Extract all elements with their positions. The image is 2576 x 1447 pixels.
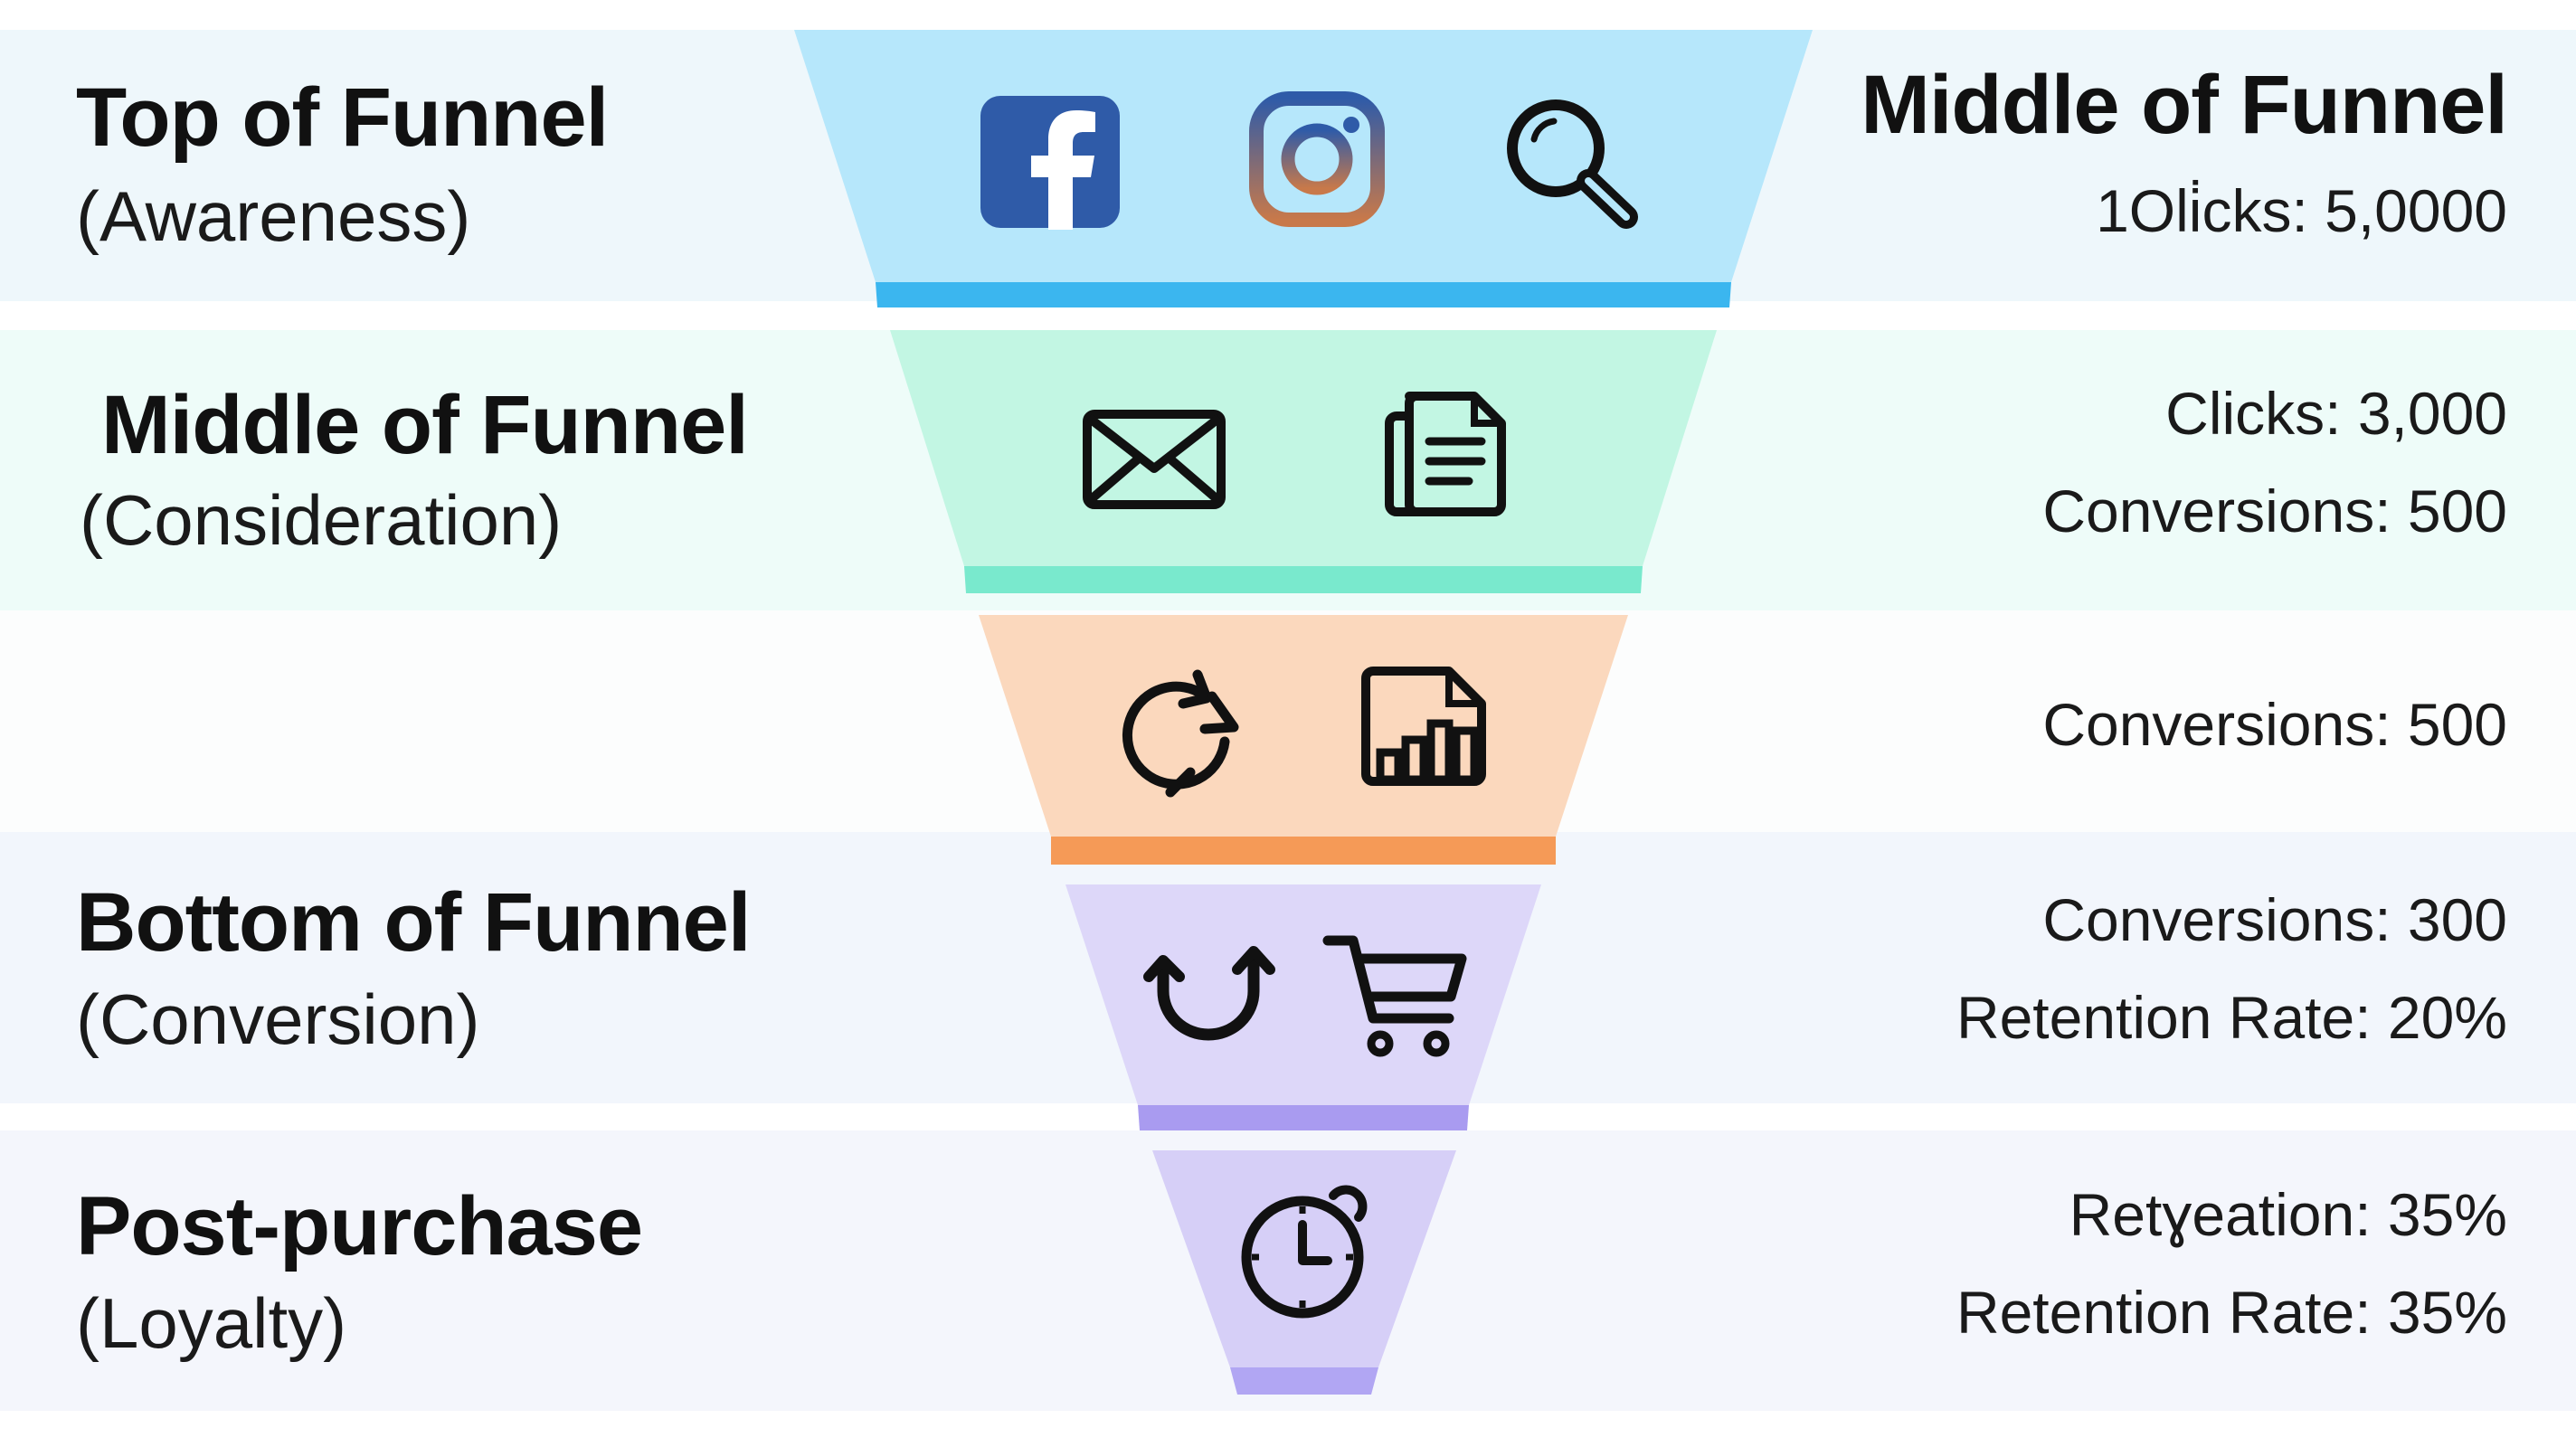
- email-icon: [1083, 410, 1226, 509]
- stage-5-subtitle: (Loyalty): [76, 1283, 347, 1363]
- instagram-icon: [1249, 91, 1385, 227]
- facebook-icon: [980, 96, 1120, 230]
- stage-1-metric-1: 1Oli̇cks: 5,0000: [2096, 177, 2507, 244]
- funnel-tier-1-edge: [876, 282, 1731, 307]
- stage-1-title: Top of Funnel: [76, 71, 609, 164]
- stage-2-title: Middle of Funnel: [101, 379, 749, 471]
- documents-icon: [1385, 392, 1506, 516]
- stage-4-metric-2: Retention Rate: 20%: [1956, 984, 2507, 1051]
- stage-2-subtitle: (Consideration): [80, 480, 563, 560]
- funnel-tier-4: [1065, 884, 1541, 1105]
- stage-1-subtitle: (Awareness): [76, 176, 471, 256]
- funnel-tier-3: [979, 615, 1628, 837]
- funnel-tier-2: [890, 330, 1717, 566]
- funnel-tier-3-edge: [1051, 837, 1556, 865]
- stage-5-metric-2: Retention Rate: 35%: [1956, 1279, 2507, 1346]
- stage-1-metric-heading: Middle of Funnel: [1861, 59, 2508, 151]
- stage-4-metric-1: Conversions: 300: [2042, 886, 2507, 953]
- stage-5-title: Post-purchase: [76, 1180, 643, 1272]
- report-chart-icon: [1361, 667, 1486, 786]
- stage-5-metric-1: Retɣeation: 35%: [2069, 1181, 2507, 1248]
- funnel-tier-4-edge: [1138, 1105, 1469, 1130]
- stage-4-title: Bottom of Funnel: [76, 876, 751, 969]
- funnel-tier-5-edge: [1230, 1367, 1378, 1395]
- clock-icon: [1241, 1185, 1368, 1319]
- stage-3-metric-1: Conversions: 500: [2042, 691, 2507, 758]
- search-icon: [1507, 99, 1638, 229]
- repeat-icon: [1143, 946, 1275, 1041]
- refresh-icon: [1122, 669, 1239, 798]
- stage-4-subtitle: (Conversion): [76, 979, 480, 1059]
- stage-2-metric-1: Clicks: 3,000: [2165, 380, 2507, 447]
- shopping-cart-icon: [1322, 935, 1467, 1057]
- stage-2-metric-2: Conversions: 500: [2042, 478, 2507, 544]
- funnel-tier-2-edge: [964, 566, 1643, 593]
